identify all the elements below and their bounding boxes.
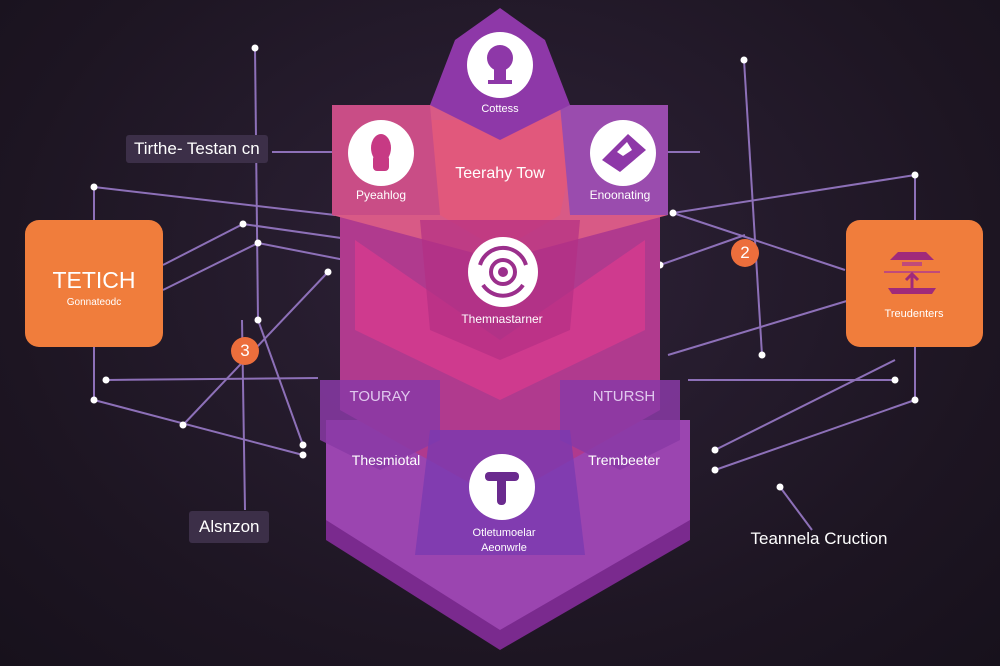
top-icon bbox=[467, 32, 533, 98]
right-card[interactable]: Treudenters bbox=[846, 220, 983, 347]
lower-left-label: Thesmiotal bbox=[351, 452, 421, 468]
target-icon bbox=[468, 237, 538, 307]
left-card-title: TETICH bbox=[52, 267, 136, 293]
t-letter-icon bbox=[469, 454, 535, 520]
connector-lines bbox=[93, 47, 916, 531]
left-card-subtitle: Gonnateodc bbox=[66, 297, 122, 308]
bottom-label-1: Otletumoelar bbox=[472, 527, 536, 539]
bottom-left-tag: Alsnzon bbox=[189, 511, 270, 543]
left-card[interactable]: TETICH Gonnateodc bbox=[25, 220, 163, 347]
connector-dots bbox=[90, 44, 919, 491]
bottom-label-2: Aeonwrle bbox=[481, 542, 527, 554]
card-icon bbox=[590, 120, 656, 186]
top-label: Cottess bbox=[481, 103, 519, 115]
central-structure bbox=[320, 8, 690, 650]
step-badge-2: 2 bbox=[731, 239, 759, 267]
left-node-label: Pyeahlog bbox=[355, 188, 407, 202]
person-icon bbox=[348, 120, 414, 186]
right-card-label: Treudenters bbox=[884, 308, 944, 320]
step-badge-3: 3 bbox=[231, 337, 259, 365]
bottom-right-caption: Teannela Cruction bbox=[750, 529, 888, 548]
core-label: Themnastarner bbox=[461, 312, 543, 326]
top-left-tag: Tirthe- Testan cn bbox=[126, 135, 268, 163]
tray-icon bbox=[884, 252, 940, 294]
right-tier-label: NTURSH bbox=[592, 388, 656, 405]
lower-right-label: Trembeeter bbox=[588, 452, 660, 468]
left-tier-label: TOURAY bbox=[349, 388, 411, 405]
middle-title: Teerahy Tow bbox=[455, 165, 545, 182]
right-node-label: Enoonating bbox=[589, 188, 651, 202]
